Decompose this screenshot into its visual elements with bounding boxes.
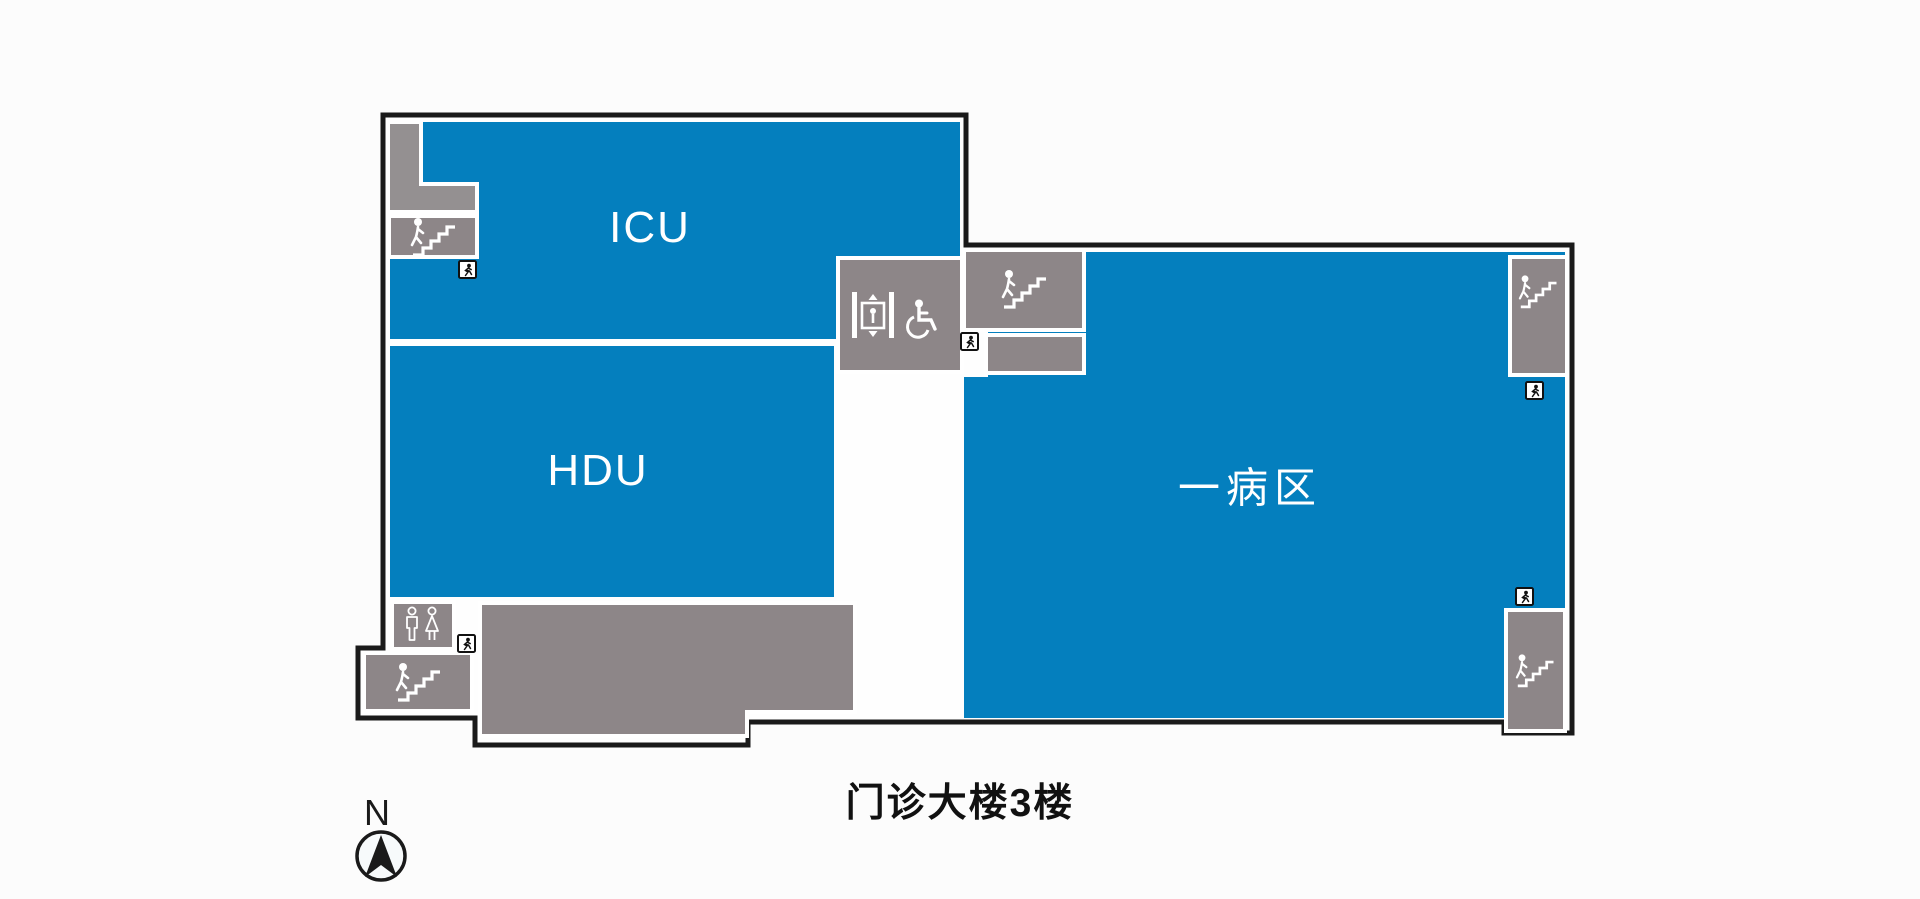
wheelchair-accessible-icon bbox=[906, 299, 937, 339]
floor-title: 门诊大楼3楼 bbox=[845, 782, 1075, 825]
compass-north-label: N bbox=[364, 792, 390, 833]
stair-block-center bbox=[962, 248, 1086, 332]
room-label-hdu: HDU bbox=[547, 446, 649, 495]
stairwell-right-bottom bbox=[1504, 608, 1567, 733]
stair-block-top-left bbox=[387, 214, 479, 259]
room-hdu bbox=[390, 346, 834, 597]
stairwell-lobby-top-left bbox=[386, 120, 479, 214]
mens-womens-toilet-icon bbox=[406, 606, 439, 641]
emergency-exit-sign-icon bbox=[960, 332, 979, 351]
emergency-exit-sign-icon bbox=[1525, 381, 1544, 400]
stairwell-right-top bbox=[1508, 255, 1569, 377]
corridor-block-bottom bbox=[478, 601, 857, 738]
emergency-exit-sign-icon bbox=[458, 260, 477, 279]
service-block-center-small bbox=[984, 333, 1086, 375]
emergency-exit-sign-icon bbox=[1515, 587, 1534, 606]
north-arrow-icon bbox=[355, 830, 407, 882]
toilet-block bbox=[390, 600, 456, 651]
emergency-exit-sign-icon bbox=[457, 634, 476, 653]
elevator-icon bbox=[852, 292, 894, 338]
room-label-icu: ICU bbox=[609, 203, 691, 252]
stair-block-bottom-left bbox=[362, 651, 474, 713]
room-label-ward-one: 一病区 bbox=[1177, 464, 1323, 512]
